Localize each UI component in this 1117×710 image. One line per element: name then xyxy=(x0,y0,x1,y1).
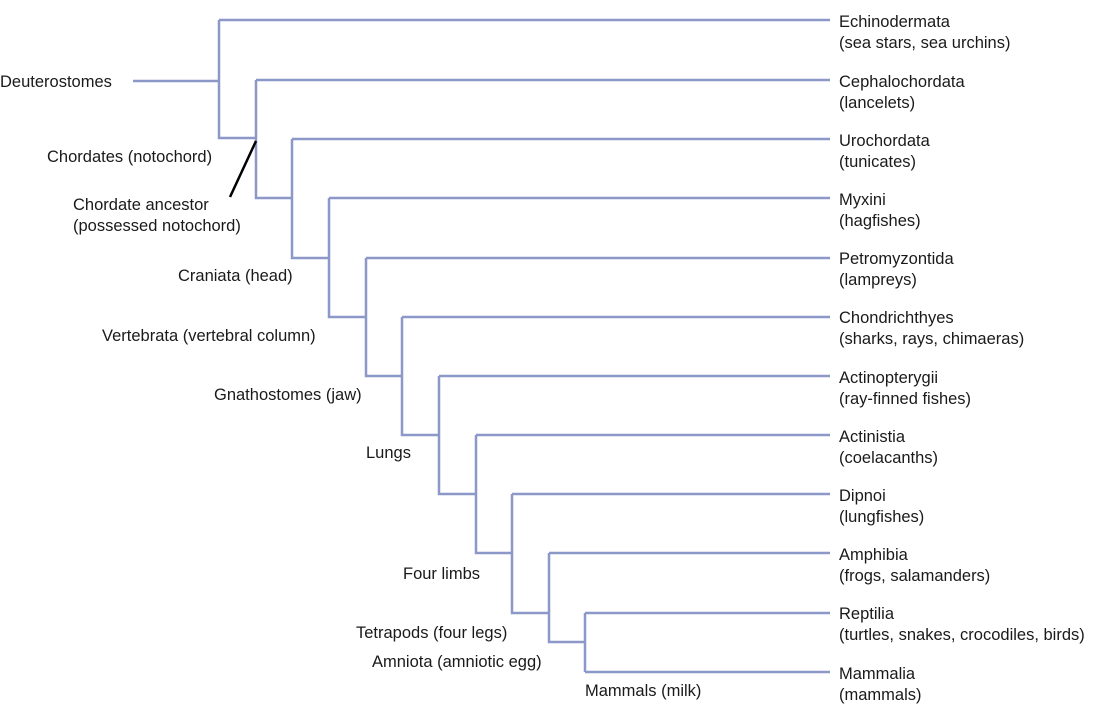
taxon-common-name: (turtles, snakes, crocodiles, birds) xyxy=(839,626,1085,644)
branch-gnathostomes xyxy=(400,317,439,437)
node-label-mammals: Mammals (milk) xyxy=(585,682,701,700)
taxon-name: Reptilia xyxy=(839,605,895,623)
taxon-common-name: (lungfishes) xyxy=(839,508,924,526)
taxon-common-name: (coelacanths) xyxy=(839,449,938,467)
node-label-chordate-ancestor: Chordate ancestor xyxy=(73,196,209,214)
node-label-gnathostomes: Gnathostomes (jaw) xyxy=(214,386,362,404)
taxon-common-name: (sea stars, sea urchins) xyxy=(839,34,1010,52)
node-label-craniata: Craniata (head) xyxy=(178,267,293,285)
taxon-name: Amphibia xyxy=(839,546,909,564)
taxon-common-name: (lampreys) xyxy=(839,271,917,289)
taxon-common-name: (mammals) xyxy=(839,686,922,704)
branch-lines xyxy=(133,18,830,674)
branch-tetrapods xyxy=(547,553,585,644)
taxon-common-name: (frogs, salamanders) xyxy=(839,567,990,585)
node-label-deuterostomes: Deuterostomes xyxy=(0,73,112,91)
branch-lungs xyxy=(437,376,476,496)
taxon-common-name: (tunicates) xyxy=(839,153,916,171)
node-labels: Deuterostomes Chordates (notochord) Chor… xyxy=(0,73,701,700)
branch-sarcopterygii xyxy=(474,435,512,555)
chordate-ancestor-pointer xyxy=(228,140,258,198)
branch-chordates xyxy=(254,80,292,200)
branch-deuterostomes xyxy=(217,20,256,140)
taxon-common-name: (sharks, rays, chimaeras) xyxy=(839,330,1024,348)
branch-craniata xyxy=(327,198,366,319)
node-label-tetrapods: Tetrapods (four legs) xyxy=(356,624,507,642)
taxa-labels: Echinodermata (sea stars, sea urchins) C… xyxy=(839,13,1085,704)
taxon-name: Actinistia xyxy=(839,428,906,446)
taxon-name: Dipnoi xyxy=(839,487,886,505)
branch-vertebrata xyxy=(364,258,402,378)
taxon-name: Echinodermata xyxy=(839,13,951,31)
taxon-common-name: (ray-finned fishes) xyxy=(839,390,971,408)
node-label-lungs: Lungs xyxy=(366,444,411,462)
branch-four-limbs xyxy=(510,494,549,615)
node-label-chordates: Chordates (notochord) xyxy=(47,148,212,166)
taxon-name: Myxini xyxy=(839,191,886,209)
taxon-name: Petromyzontida xyxy=(839,250,954,268)
taxon-name: Mammalia xyxy=(839,665,916,683)
node-label-amniota: Amniota (amniotic egg) xyxy=(372,653,542,671)
branch-olfactores xyxy=(290,139,329,260)
taxon-name: Actinopterygii xyxy=(839,369,938,387)
taxon-name: Urochordata xyxy=(839,132,931,150)
taxon-common-name: (hagfishes) xyxy=(839,212,921,230)
taxon-name: Cephalochordata xyxy=(839,73,965,91)
node-label-vertebrata: Vertebrata (vertebral column) xyxy=(102,327,316,345)
taxon-common-name: (lancelets) xyxy=(839,94,915,112)
node-label-chordate-ancestor-note: (possessed notochord) xyxy=(73,217,241,235)
taxon-name: Chondrichthyes xyxy=(839,309,954,327)
node-label-four-limbs: Four limbs xyxy=(403,565,480,583)
